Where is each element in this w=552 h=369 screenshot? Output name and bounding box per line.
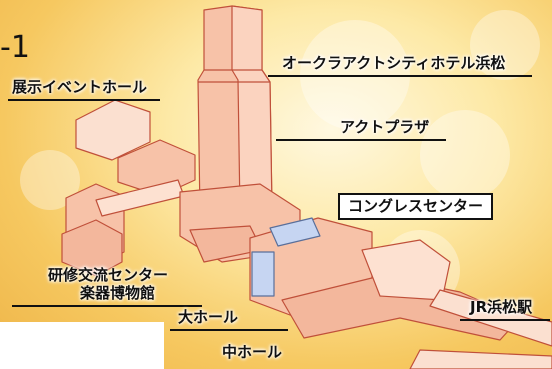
leader-jr-station	[460, 319, 550, 321]
leader-training-museum	[12, 305, 202, 307]
label-main-hall: 大ホール	[178, 308, 239, 326]
label-act-plaza: アクトプラザ	[340, 118, 430, 136]
label-instrument-museum: 楽器博物館	[80, 284, 156, 302]
label-jr-station: JR浜松駅	[470, 298, 533, 316]
label-medium-hall: 中ホール	[222, 343, 283, 361]
bokeh-light	[420, 110, 510, 200]
section-number: -1	[0, 30, 30, 65]
label-congress-center: コングレスセンター	[338, 193, 494, 220]
leader-event-hall	[8, 99, 160, 101]
leader-hotel	[268, 75, 532, 77]
bokeh-light	[470, 10, 540, 80]
label-hotel: オークラアクトシティホテル浜松	[282, 54, 506, 72]
station-deck	[429, 289, 552, 347]
label-event-hall: 展示イベントホール	[12, 78, 148, 96]
leader-act-plaza	[276, 139, 446, 141]
label-training-exchange: 研修交流センター	[48, 266, 169, 284]
white-panel	[0, 322, 164, 369]
leader-main-hall	[170, 329, 288, 331]
